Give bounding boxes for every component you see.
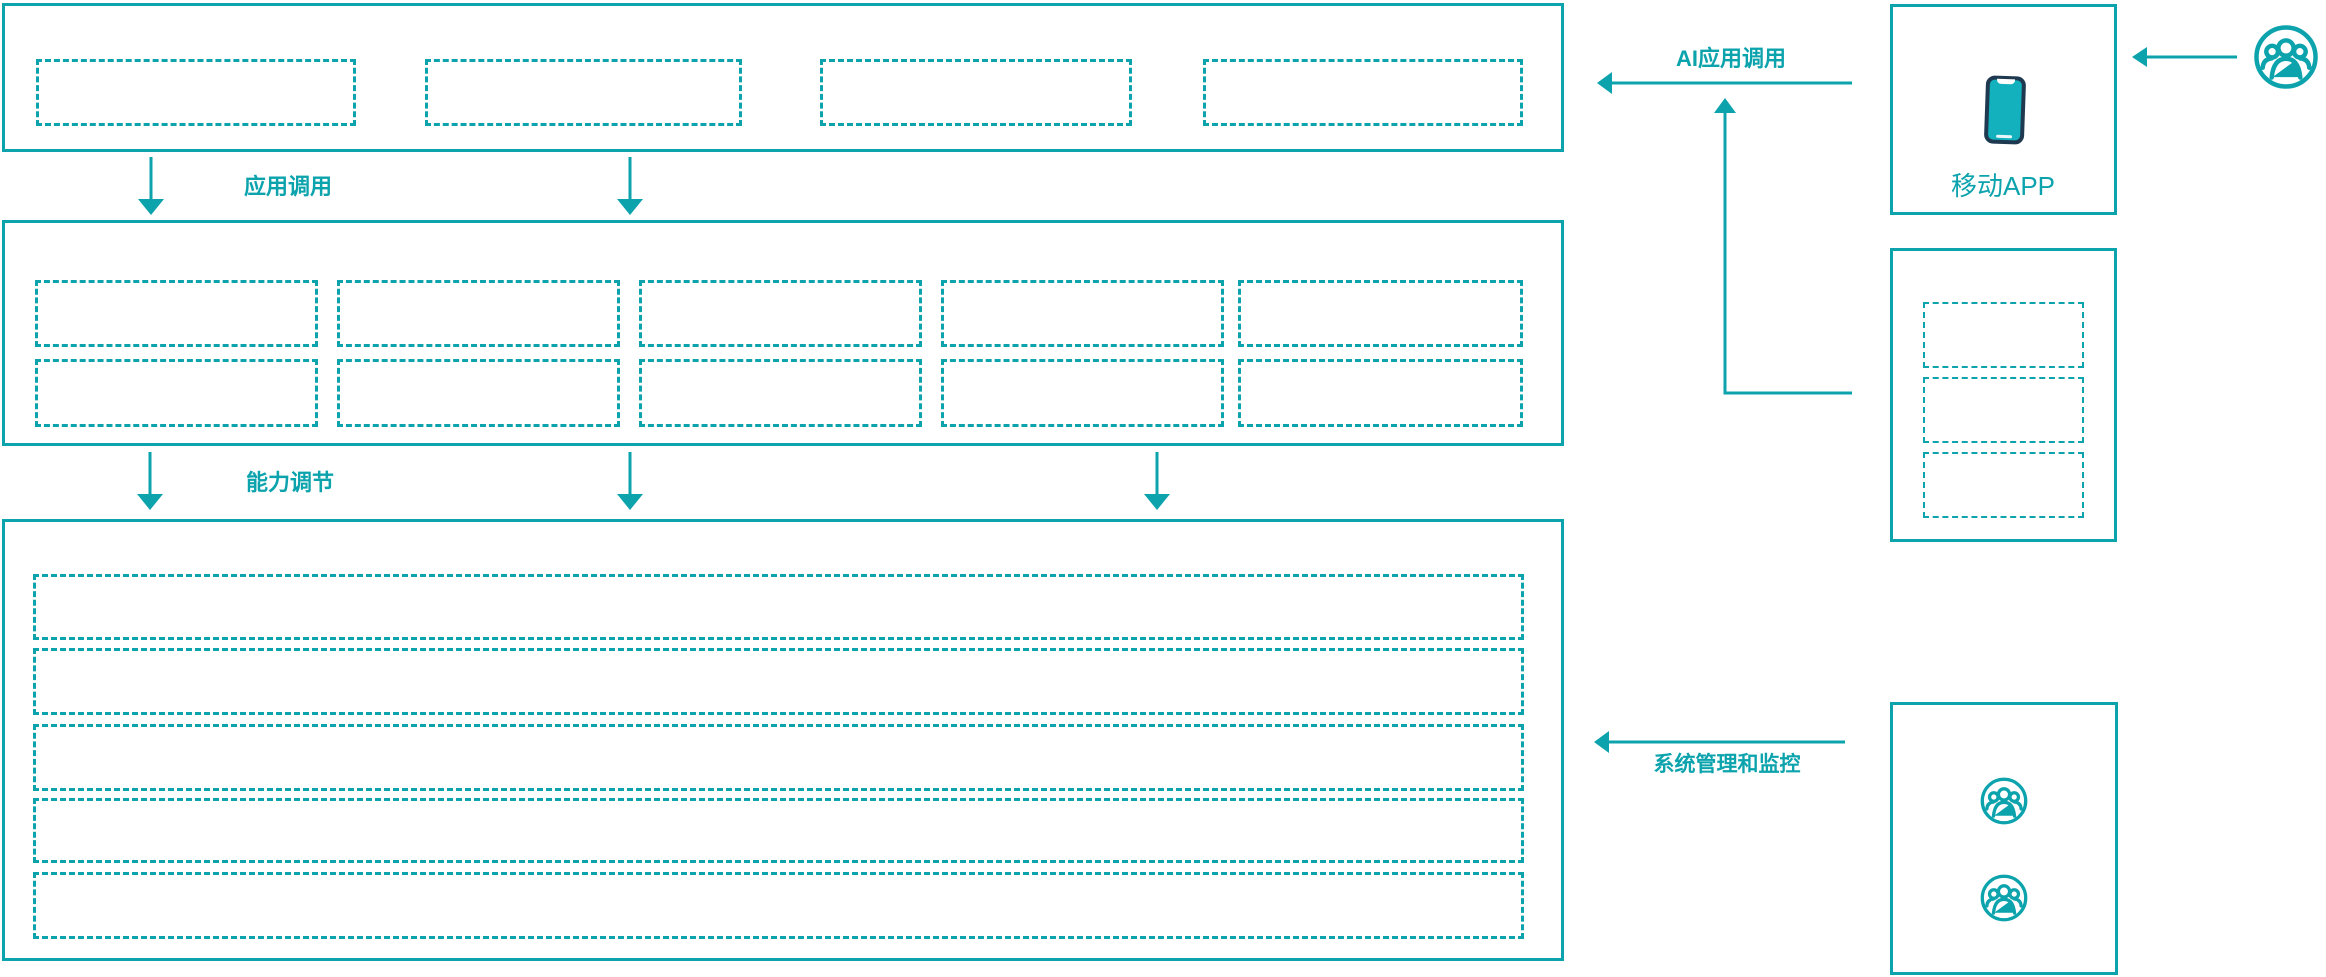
placeholder-box <box>36 59 356 126</box>
placeholder-box <box>1238 280 1523 347</box>
users-icon <box>1980 874 2028 922</box>
arrow-capability-middle <box>617 452 643 510</box>
placeholder-box <box>820 59 1132 126</box>
placeholder-box <box>1203 59 1523 126</box>
ai-app-call-label: AI应用调用 <box>1675 46 1786 71</box>
placeholder-box <box>941 280 1224 347</box>
arrow-gateway-to-ai-call <box>1714 98 1852 395</box>
mobile-app-label: 移动APP <box>1950 171 2056 201</box>
placeholder-box <box>1923 377 2084 443</box>
arrow-app-call-left <box>138 157 164 215</box>
users-icon <box>1980 777 2028 825</box>
placeholder-box <box>1238 359 1523 427</box>
arrow-ai-app-call <box>1597 72 1852 94</box>
system-management-label: 系统管理和监控 <box>1653 753 1801 776</box>
placeholder-box <box>337 359 620 427</box>
app-call-label: 应用调用 <box>243 174 332 199</box>
placeholder-row <box>33 724 1524 791</box>
placeholder-box <box>425 59 742 126</box>
smartphone-icon <box>1983 75 2027 145</box>
capability-adjust-label: 能力调节 <box>245 470 334 495</box>
placeholder-box <box>941 359 1224 427</box>
phone-home-bar <box>1996 134 2013 139</box>
arrow-capability-left <box>137 452 163 510</box>
placeholder-row <box>33 574 1524 640</box>
arrow-app-call-right <box>617 157 643 215</box>
placeholder-box <box>1923 302 2084 368</box>
admin-box <box>1890 702 2118 975</box>
placeholder-box <box>639 359 922 427</box>
arrow-capability-right <box>1144 452 1170 510</box>
arrow-user-to-mobile-app <box>2132 47 2237 67</box>
phone-notch <box>1996 78 2016 85</box>
placeholder-row <box>33 872 1524 939</box>
placeholder-box <box>35 280 318 347</box>
placeholder-row <box>33 648 1524 715</box>
placeholder-box <box>1923 452 2084 518</box>
users-icon <box>2254 25 2318 89</box>
placeholder-box <box>639 280 922 347</box>
placeholder-row <box>33 798 1524 863</box>
placeholder-box <box>337 280 620 347</box>
placeholder-box <box>35 359 318 427</box>
